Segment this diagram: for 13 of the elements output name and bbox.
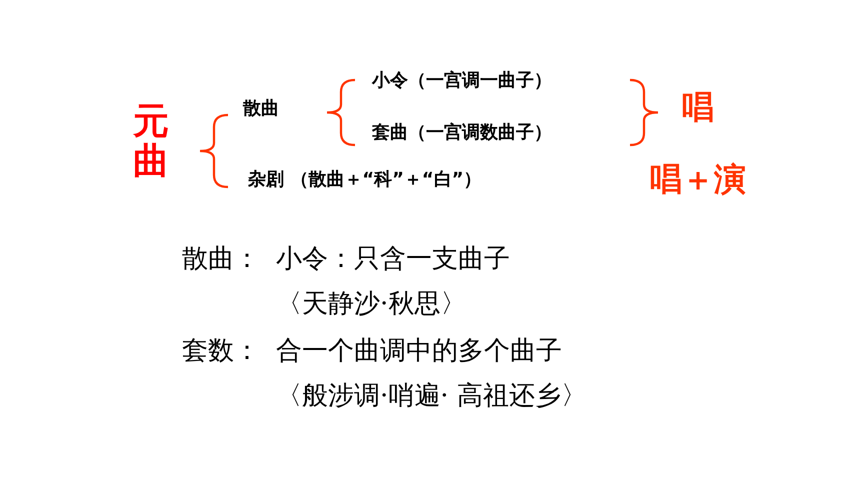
note-label: 唱 xyxy=(682,88,714,126)
category-label: 杂剧 （散曲＋“科”＋“白”） xyxy=(248,169,482,191)
category-label: 套曲（一宫调数曲子） xyxy=(372,122,552,144)
definition-text: 合一个曲调中的多个曲子 xyxy=(276,336,562,368)
example-text: 〈般涉调·哨遍· 高祖还乡〉 xyxy=(276,381,587,412)
title-label: 元曲 xyxy=(133,102,169,182)
term-label: 套数： xyxy=(182,336,260,368)
term-label: 散曲： xyxy=(182,244,260,276)
category-label: 散曲 xyxy=(243,98,279,120)
definition-text: 小令：只含一支曲子 xyxy=(276,244,510,276)
note-label: 唱＋演 xyxy=(650,160,746,198)
category-label: 小令（一宫调一曲子） xyxy=(372,70,552,92)
example-text: 〈天静沙·秋思〉 xyxy=(276,289,466,320)
